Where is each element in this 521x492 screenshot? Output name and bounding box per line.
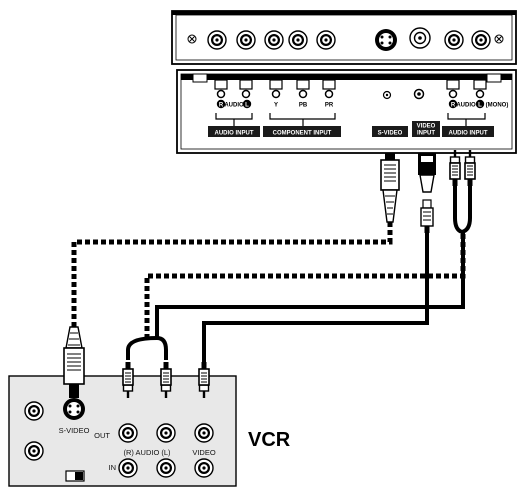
vcr-svideo-label: S-VIDEO bbox=[59, 426, 90, 435]
rca-jack-icon bbox=[471, 30, 491, 50]
vcr-rf-jack-icon bbox=[24, 401, 44, 421]
vcr-svideo-plug-icon bbox=[63, 326, 85, 398]
vcr-audio-r-in-jack-icon bbox=[118, 458, 138, 478]
vcr-video-out-jack-icon bbox=[194, 423, 214, 443]
video-small-icon bbox=[413, 88, 425, 100]
rca-jack-icon bbox=[207, 30, 227, 50]
vcr-audio-r-out-jack-icon bbox=[118, 423, 138, 443]
audio-input2-label: AUDIO INPUT bbox=[449, 131, 488, 137]
vcr-panel: S-VIDEO OUT IN (R) AUDIO (L) VIDEO bbox=[8, 375, 237, 487]
vcr-title: VCR bbox=[248, 429, 291, 451]
svideo-band bbox=[372, 126, 408, 137]
audio2-word-label: AUDIO bbox=[456, 103, 476, 109]
tv-top-panel bbox=[171, 10, 517, 65]
audio-cable bbox=[126, 186, 472, 360]
port-body-icon bbox=[214, 79, 487, 90]
audio-l-badge: L bbox=[245, 103, 249, 109]
rca-jack-icon bbox=[316, 30, 336, 50]
vcr-svideo-jack-icon bbox=[63, 398, 85, 420]
vcr-audio-label: (R) AUDIO (L) bbox=[123, 448, 171, 457]
video-input-label-line1: VIDEO bbox=[417, 124, 436, 130]
vcr-audio-l-in-jack-icon bbox=[156, 458, 176, 478]
audio2-r-badge: R bbox=[451, 103, 456, 109]
svideo-cable bbox=[71, 222, 393, 327]
vcr-audio-l-out-jack-icon bbox=[156, 423, 176, 443]
svideo-label: S-VIDEO bbox=[378, 131, 403, 137]
svideo-plug-icon bbox=[380, 153, 400, 223]
audio-l-plug-icon bbox=[464, 149, 476, 187]
audio-r-badge: R bbox=[219, 103, 224, 109]
component-pr-label: PR bbox=[325, 103, 334, 109]
component-input-band bbox=[263, 126, 341, 137]
vcr-video-in-jack-icon bbox=[194, 458, 214, 478]
vcr-video-label: VIDEO bbox=[192, 448, 216, 457]
audio-r-plug-icon bbox=[449, 149, 461, 187]
tv-input-panel: R AUDIO L Y PB PR R AUDIO L (MONO) AUDIO… bbox=[176, 69, 517, 154]
svideo-small-icon bbox=[382, 90, 392, 100]
screw-icon bbox=[494, 34, 504, 44]
rca-jack-icon bbox=[236, 30, 256, 50]
vcr-out-label: OUT bbox=[94, 431, 110, 440]
video-input-label-line2: INPUT bbox=[417, 131, 435, 137]
rca-jack-icon bbox=[264, 30, 284, 50]
component-y-label: Y bbox=[274, 103, 278, 109]
vcr-switch-icon bbox=[65, 470, 85, 482]
antenna-jack-icon bbox=[409, 27, 431, 49]
component-pb-label: PB bbox=[299, 103, 308, 109]
audio-word-label: AUDIO bbox=[224, 103, 244, 109]
audio-input-label: AUDIO INPUT bbox=[215, 131, 254, 137]
video-cable bbox=[202, 232, 429, 364]
svideo-jack-icon bbox=[375, 29, 397, 51]
component-input-label: COMPONENT INPUT bbox=[273, 131, 332, 137]
audio-input-band bbox=[208, 126, 260, 137]
screw-icon bbox=[187, 34, 197, 44]
rca-jack-icon bbox=[444, 30, 464, 50]
mono-label: (MONO) bbox=[486, 103, 509, 109]
audio-input2-band bbox=[442, 126, 494, 137]
vcr-rf-jack-icon bbox=[24, 441, 44, 461]
rca-jack-icon bbox=[288, 30, 308, 50]
audio2-l-badge: L bbox=[478, 103, 482, 109]
video-input-band bbox=[412, 121, 440, 137]
vcr-in-label: IN bbox=[109, 463, 117, 472]
video-plug-icon bbox=[418, 153, 436, 233]
